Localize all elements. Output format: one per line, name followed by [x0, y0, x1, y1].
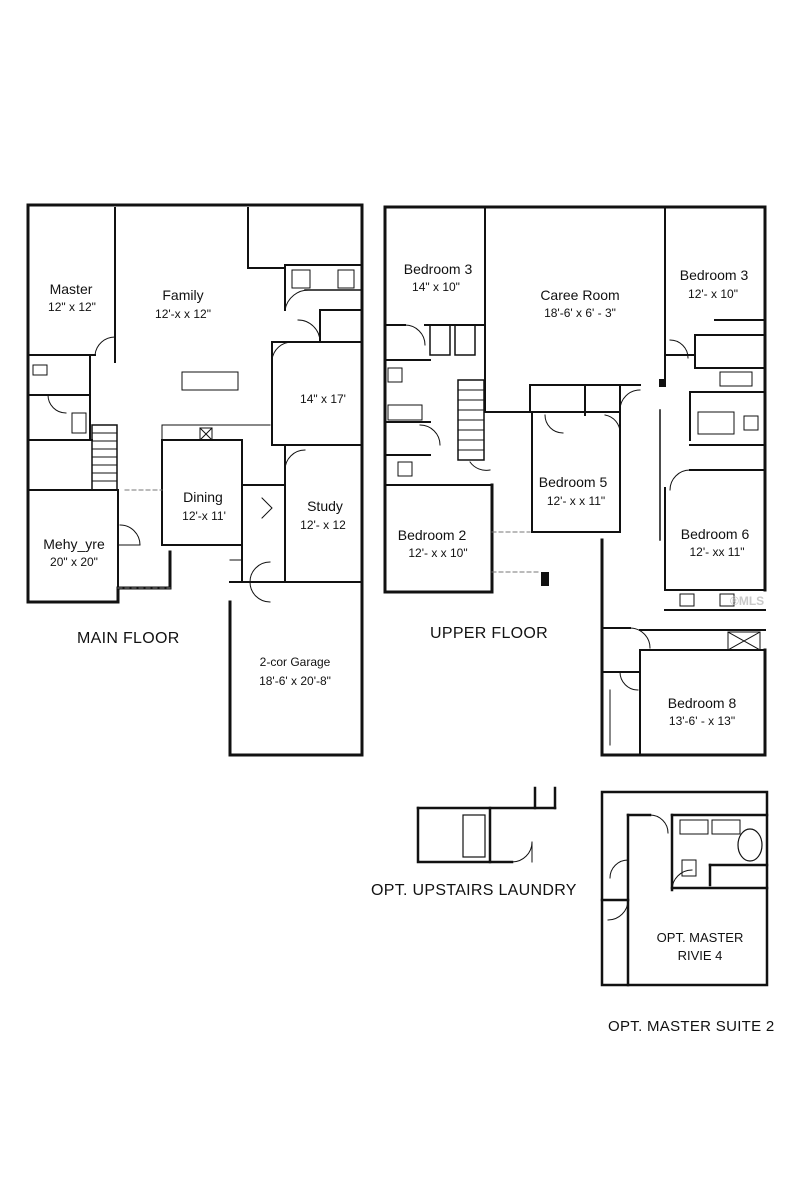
room-name-bedroom5: Bedroom 5	[538, 474, 608, 490]
room-dims-master: 12" x 12"	[48, 300, 96, 314]
room-dims-mehyyre: 20" x 20"	[50, 555, 98, 569]
room-dims-bedroom8: 13'-6' - x 13"	[668, 714, 736, 728]
room-name-bedroom6: Bedroom 6	[680, 526, 750, 542]
room-name-family: Family	[162, 287, 204, 303]
room-dims-bedroom2: 12'- x x 10"	[408, 546, 468, 560]
room-name-study: Study	[307, 498, 343, 514]
room-name-bedroom3-right: Bedroom 3	[679, 267, 749, 283]
room-name-garage: 2-cor Garage	[259, 655, 331, 669]
room-name-bedroom8: Bedroom 8	[667, 695, 737, 711]
main-floor-caption: MAIN FLOOR	[77, 630, 180, 647]
room-dims-bedroom3-right: 12'- x 10"	[688, 287, 738, 301]
room-name-dining: Dining	[183, 489, 223, 505]
room-dims-garage: 18'-6' x 20'-8"	[259, 674, 331, 688]
upper-floor-caption: UPPER FLOOR	[430, 625, 548, 642]
opt-master-label-line1: OPT. MASTER	[656, 930, 744, 945]
room-dims-14x17: 14" x 17'	[300, 392, 346, 406]
opt-laundry-walls	[416, 786, 557, 864]
room-name-care-room: Caree Room	[540, 287, 620, 303]
main-floor-interior	[27, 207, 363, 603]
upper-floor-interior	[384, 206, 766, 756]
room-dims-bedroom6: 12'- xx 11"	[689, 545, 745, 559]
room-dims-study: 12'- x 12	[300, 518, 346, 532]
room-dims-bedroom3-left: 14" x 10"	[412, 280, 460, 294]
opt-laundry-caption: OPT. UPSTAIRS LAUNDRY	[371, 882, 577, 899]
opt-master-label-line2: RIVIE 4	[677, 948, 723, 963]
room-name-mehyyre: Mehy_yre	[43, 536, 105, 552]
room-dims-dining: 12'-x 11'	[182, 509, 226, 523]
room-name-bedroom3-left: Bedroom 3	[403, 261, 473, 277]
room-dims-bedroom5: 12'- x x 11"	[546, 494, 606, 508]
upper-floor-walls	[383, 205, 767, 757]
opt-master-suite-walls	[600, 790, 769, 987]
room-dims-care-room: 18'-6' x 6' - 3"	[544, 306, 616, 320]
room-name-master: Master	[49, 281, 93, 297]
room-dims-family: 12'-x x 12"	[155, 307, 211, 321]
room-name-bedroom2: Bedroom 2	[397, 527, 467, 543]
opt-master-suite-caption: OPT. MASTER SUITE 2	[608, 1018, 775, 1035]
mls-watermark: ®MLS	[730, 594, 765, 608]
